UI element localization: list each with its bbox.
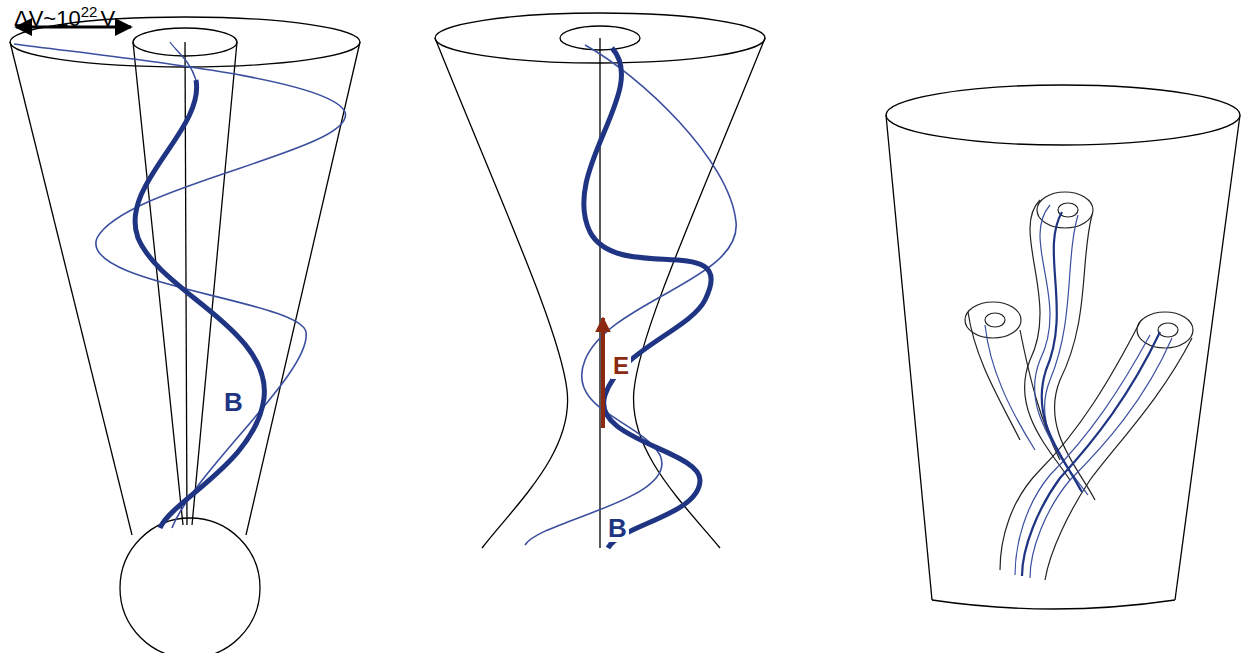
field-label: B <box>606 514 629 542</box>
magnetic-helix <box>525 45 736 548</box>
field-label: E <box>611 353 631 379</box>
flux-tubes <box>965 192 1193 580</box>
turbulent-cone <box>886 85 1240 609</box>
magnetic-helix <box>14 42 346 528</box>
exponent: 22 <box>81 3 98 20</box>
voltage-label: ΔV~1022V <box>14 4 115 30</box>
pulsar-cone <box>10 17 360 653</box>
electric-field-arrow <box>601 318 605 428</box>
hourglass-cone <box>435 13 765 548</box>
field-label: B <box>222 388 245 416</box>
voltage-text: ΔV~10 <box>14 6 81 31</box>
voltage-text: V <box>100 6 115 31</box>
